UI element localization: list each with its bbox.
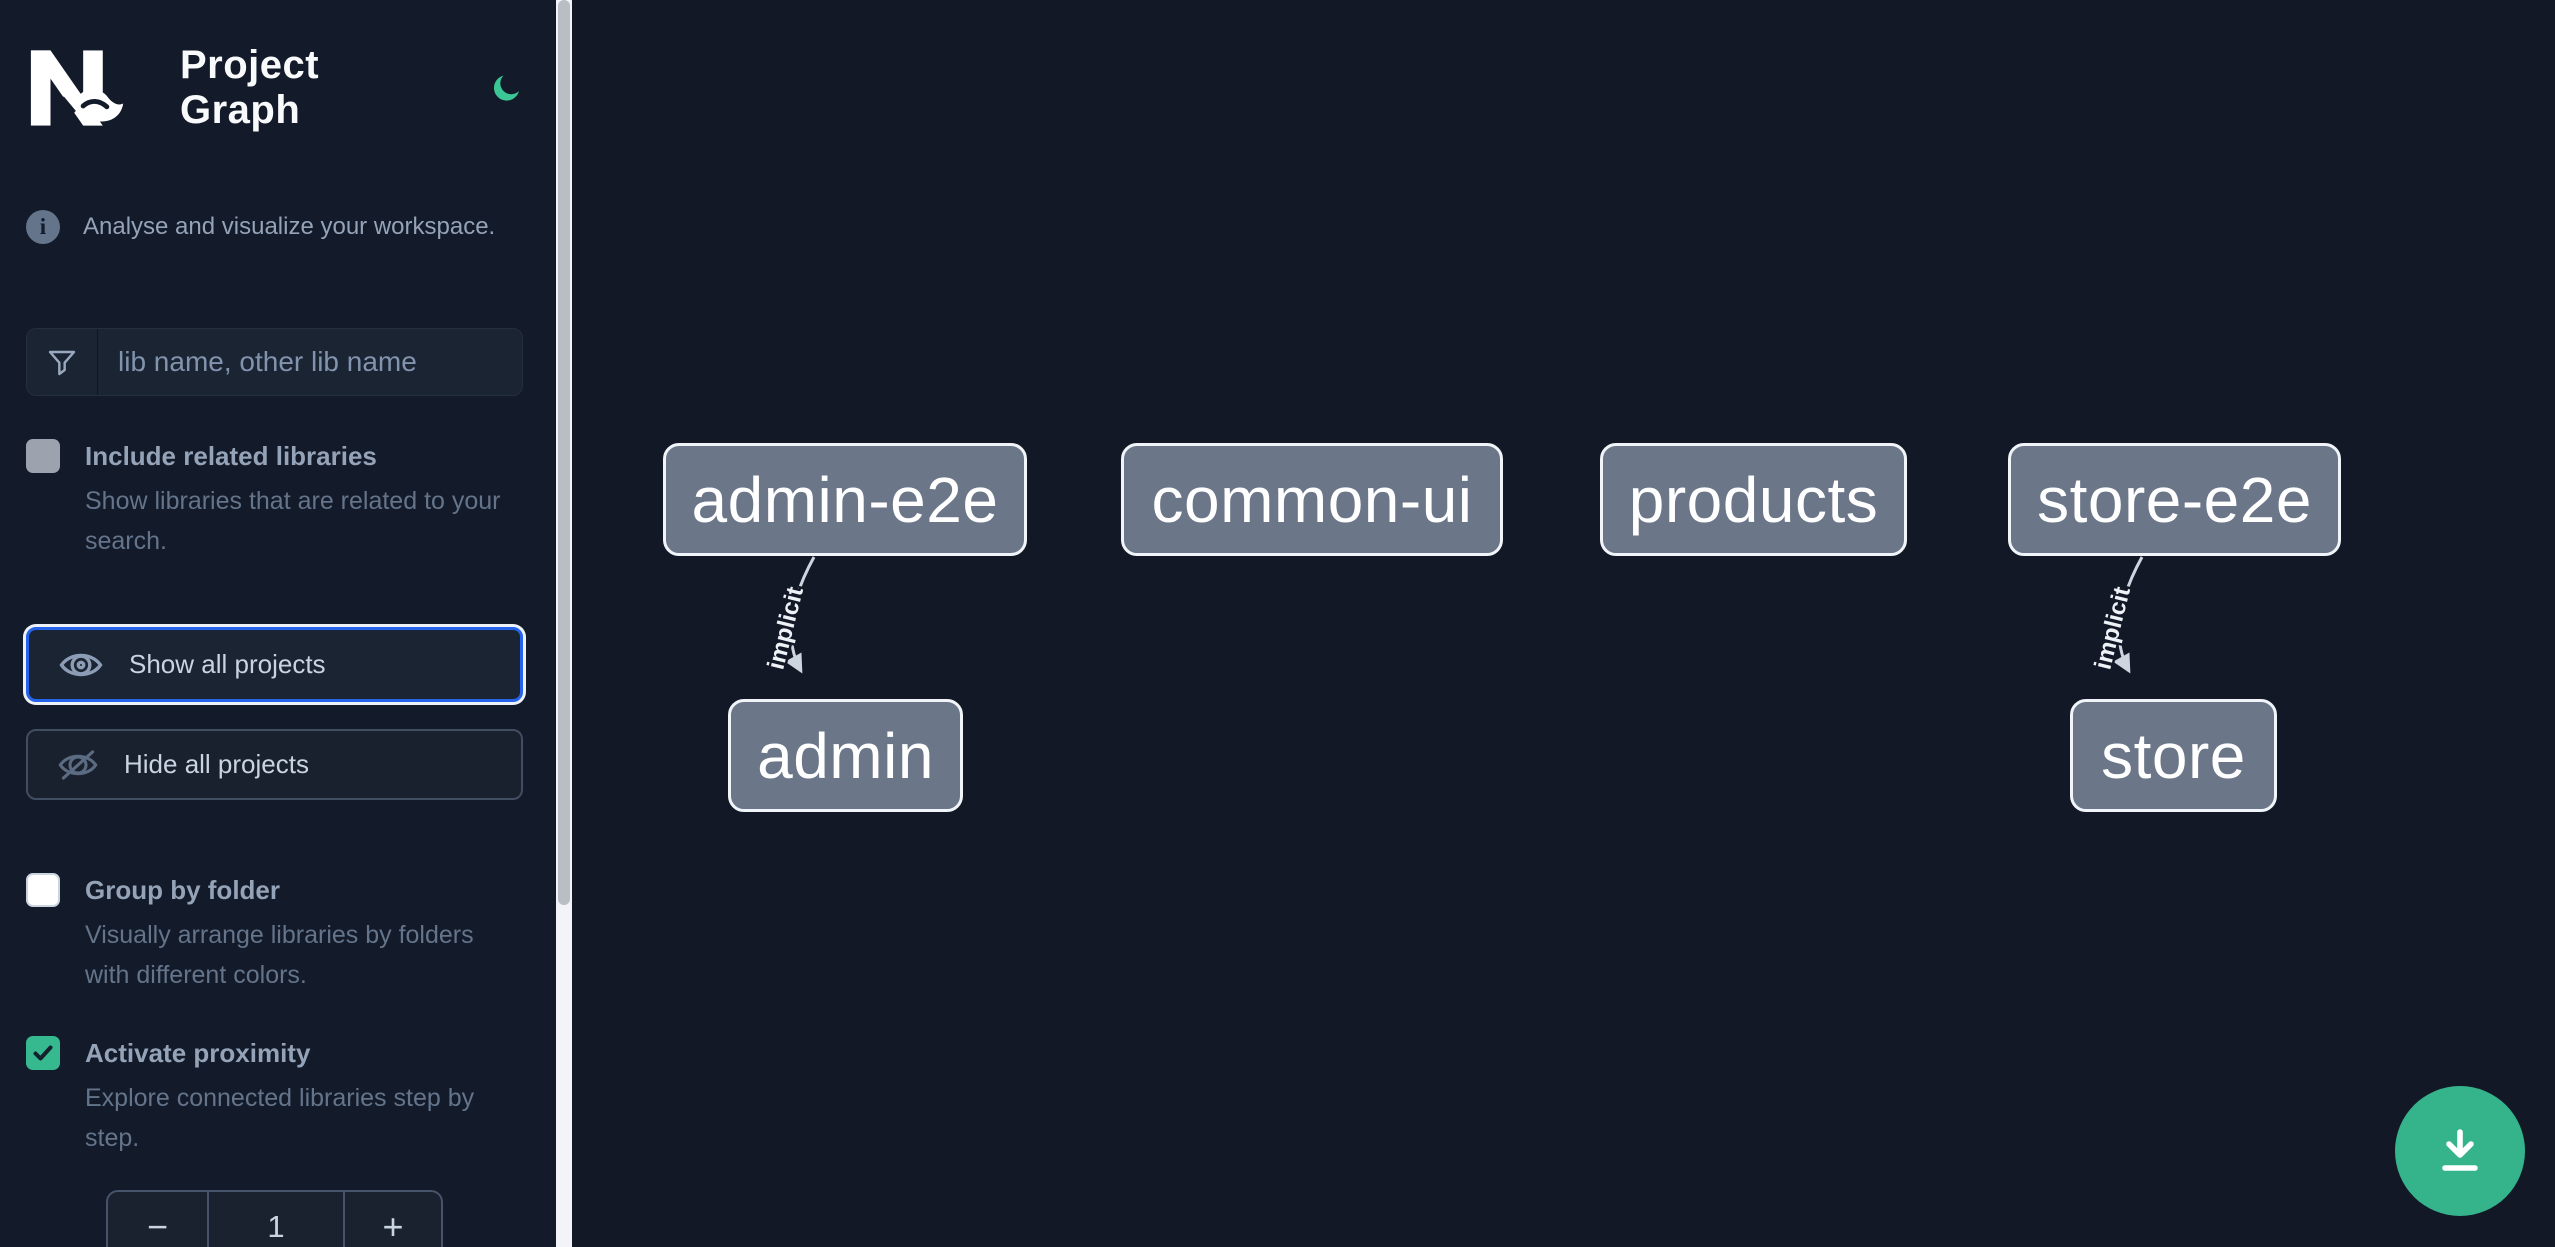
graph-canvas[interactable]: implicit implicit admin-e2e common-ui pr… [572, 0, 2555, 1247]
filter-searchbar [26, 328, 523, 396]
tagline-text: Analyse and visualize your workspace. [83, 213, 496, 240]
checkmark-icon [33, 1045, 53, 1061]
graph-node-store-e2e[interactable]: store-e2e [2008, 443, 2341, 556]
sidebar-header: Project Graph [26, 43, 523, 132]
activate-proximity-description: Explore connected libraries step by step… [85, 1084, 475, 1152]
include-related-label[interactable]: Include related libraries [85, 441, 377, 471]
include-related-option: Include related libraries Show libraries… [26, 438, 523, 561]
decrement-button[interactable]: − [108, 1192, 209, 1247]
moon-icon[interactable] [490, 71, 523, 105]
show-all-projects-label: Show all projects [129, 649, 326, 679]
tagline-row: i Analyse and visualize your workspace. [26, 210, 523, 244]
nx-logo [30, 50, 124, 126]
hide-all-projects-button[interactable]: Hide all projects [26, 729, 523, 800]
graph-node-products[interactable]: products [1600, 443, 1907, 556]
activate-proximity-checkbox[interactable] [26, 1036, 60, 1070]
graph-node-store[interactable]: store [2070, 699, 2277, 812]
group-by-folder-label[interactable]: Group by folder [85, 875, 280, 905]
download-image-button[interactable] [2395, 1086, 2525, 1216]
include-related-description: Show libraries that are related to your … [85, 487, 501, 555]
increment-button[interactable]: + [343, 1192, 441, 1247]
edge-label-store: implicit [2089, 584, 2136, 672]
sidebar-scrollbar-thumb[interactable] [558, 0, 570, 905]
info-icon: i [26, 210, 60, 244]
proximity-depth-value[interactable]: 1 [267, 1208, 285, 1244]
proximity-depth-stepper: − 1 + [106, 1190, 443, 1247]
show-all-projects-button[interactable]: Show all projects [26, 627, 523, 702]
sidebar: Project Graph i Analyse and visualize yo… [0, 0, 556, 1247]
eye-icon [59, 653, 103, 676]
edge-label-admin: implicit [762, 584, 809, 672]
graph-node-admin[interactable]: admin [728, 699, 963, 812]
graph-node-common-ui[interactable]: common-ui [1121, 443, 1503, 556]
sidebar-scrollbar[interactable] [556, 0, 572, 1247]
graph-edges: implicit implicit [760, 556, 2144, 675]
page-title: Project Graph [180, 43, 320, 132]
activate-proximity-option: Activate proximity Explore connected lib… [26, 1035, 523, 1158]
download-icon [2442, 1129, 2478, 1171]
funnel-icon [27, 329, 98, 395]
group-by-folder-checkbox[interactable] [26, 873, 60, 907]
hide-all-projects-label: Hide all projects [124, 749, 309, 779]
filter-input[interactable] [98, 329, 522, 395]
eye-slash-icon [58, 749, 98, 780]
include-related-checkbox[interactable] [26, 439, 60, 473]
graph-node-admin-e2e[interactable]: admin-e2e [663, 443, 1027, 556]
edge-admin-e2e-admin [785, 556, 816, 674]
group-by-folder-option: Group by folder Visually arrange librari… [26, 872, 523, 995]
activate-proximity-label[interactable]: Activate proximity [85, 1038, 311, 1068]
edge-store-e2e-store [2113, 556, 2144, 674]
group-by-folder-description: Visually arrange libraries by folders wi… [85, 921, 474, 989]
